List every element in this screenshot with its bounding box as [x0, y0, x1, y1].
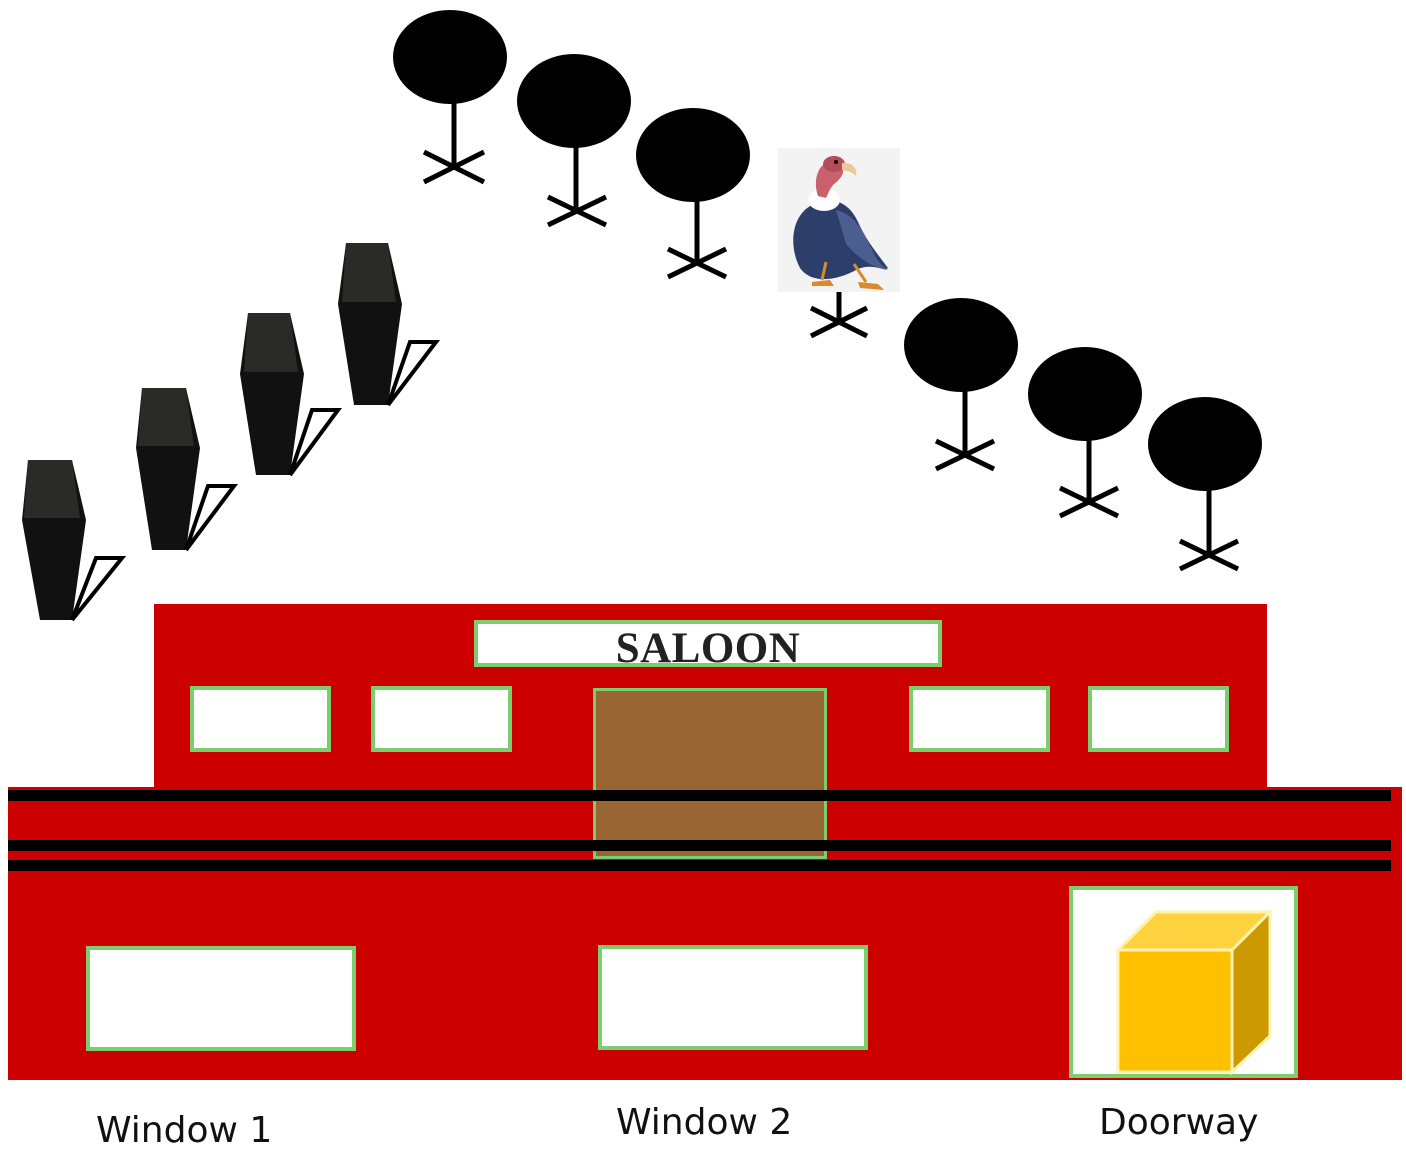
upper-window-2[interactable]: [371, 686, 512, 752]
doorway-label: Doorway: [1099, 1102, 1259, 1143]
tombstone-icon[interactable]: [240, 313, 342, 477]
tree-icon[interactable]: [636, 108, 750, 280]
tree-icon[interactable]: [1028, 347, 1142, 519]
porch-stripe: [8, 790, 1391, 801]
window-2-label: Window 2: [616, 1102, 793, 1143]
saloon-sign-text: SALOON: [615, 625, 801, 672]
upper-window-1[interactable]: [190, 686, 331, 752]
tree-icon[interactable]: [517, 54, 631, 228]
window-1[interactable]: [86, 946, 356, 1051]
vulture-icon[interactable]: [778, 148, 900, 292]
tombstone-icon[interactable]: [22, 460, 127, 622]
tree-icon[interactable]: [393, 10, 507, 185]
upper-window-3[interactable]: [909, 686, 1050, 752]
tombstone-icon[interactable]: [136, 388, 238, 552]
tree-icon[interactable]: [1148, 397, 1262, 572]
upper-window-4[interactable]: [1088, 686, 1229, 752]
window-1-label: Window 1: [96, 1110, 273, 1151]
balcony-door[interactable]: [593, 688, 827, 859]
saloon-sign: [474, 620, 942, 667]
tombstone-icon[interactable]: [338, 243, 441, 407]
porch-stripe: [8, 840, 1391, 851]
crate-icon[interactable]: [1114, 908, 1274, 1076]
window-2[interactable]: [598, 945, 868, 1050]
tree-icon[interactable]: [904, 298, 1018, 472]
porch-stripe: [8, 860, 1391, 871]
